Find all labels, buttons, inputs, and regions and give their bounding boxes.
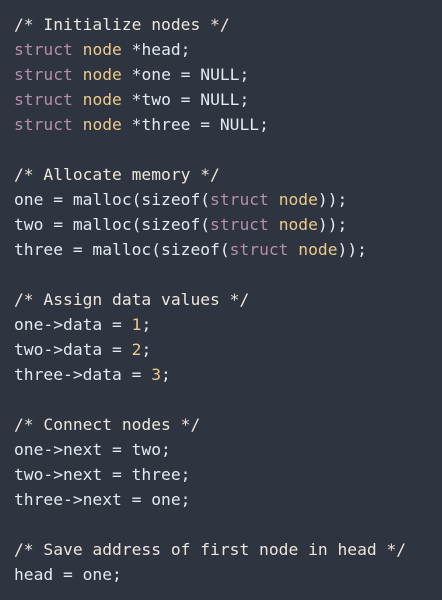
code-keyword: struct (14, 40, 73, 59)
code-comment: /* Connect nodes */ (14, 415, 201, 434)
code-text (269, 190, 279, 209)
code-type: node (82, 65, 122, 84)
code-line: struct node *one = NULL; (14, 62, 442, 87)
code-keyword: struct (229, 240, 289, 259)
code-type: node (82, 40, 122, 59)
code-line: two = malloc(sizeof(struct node)); (14, 212, 442, 237)
code-text: )); (317, 215, 348, 234)
code-text (73, 65, 83, 84)
code-text: *two = NULL; (121, 90, 250, 109)
code-text (288, 240, 298, 259)
code-keyword: struct (14, 65, 73, 84)
code-type: node (278, 215, 318, 234)
code-line: two->data = 2; (14, 337, 442, 362)
code-text (269, 215, 279, 234)
code-type: node (82, 115, 122, 134)
code-text: one = malloc(sizeof( (14, 190, 211, 209)
code-line: /* Initialize nodes */ (14, 12, 442, 37)
code-line (14, 387, 442, 412)
code-keyword: struct (14, 115, 73, 134)
code-line: three = malloc(sizeof(struct node)); (14, 237, 442, 262)
code-keyword: struct (210, 215, 269, 234)
code-text: )); (337, 240, 367, 259)
code-text: one->next = two; (14, 440, 171, 459)
code-number: 2 (131, 340, 142, 359)
code-text: two = malloc(sizeof( (14, 215, 211, 234)
code-text: two->next = three; (14, 465, 191, 484)
code-number: 3 (151, 365, 162, 384)
code-type: node (298, 240, 338, 259)
code-text: )); (317, 190, 348, 209)
code-line: one = malloc(sizeof(struct node)); (14, 187, 442, 212)
code-comment: /* Save address of first node in head */ (14, 540, 407, 559)
code-text (73, 40, 83, 59)
code-line (14, 137, 442, 162)
code-text: two->data = (14, 340, 132, 359)
code-text: ; (141, 315, 152, 334)
code-line: three->next = one; (14, 487, 442, 512)
code-line: two->next = three; (14, 462, 442, 487)
code-text: *head; (121, 40, 191, 59)
code-text: *one = NULL; (121, 65, 250, 84)
code-text: three->data = (14, 365, 152, 384)
code-type: node (82, 90, 122, 109)
code-line: /* Allocate memory */ (14, 162, 442, 187)
code-line: struct node *head; (14, 37, 442, 62)
code-line: head = one; (14, 562, 442, 587)
code-text: *three = NULL; (121, 115, 269, 134)
code-comment: /* Assign data values */ (14, 290, 250, 309)
code-text: three = malloc(sizeof( (14, 240, 230, 259)
code-text: one->data = (14, 315, 132, 334)
code-text: three->next = one; (14, 490, 191, 509)
code-line: one->next = two; (14, 437, 442, 462)
code-type: node (278, 190, 318, 209)
code-line: struct node *two = NULL; (14, 87, 442, 112)
code-line (14, 512, 442, 537)
code-line: one->data = 1; (14, 312, 442, 337)
code-line: /* Save address of first node in head */ (14, 537, 442, 562)
code-number: 1 (131, 315, 142, 334)
code-line: /* Connect nodes */ (14, 412, 442, 437)
code-line: three->data = 3; (14, 362, 442, 387)
code-keyword: struct (14, 90, 73, 109)
code-text: ; (161, 365, 171, 384)
code-text: head = one; (14, 565, 122, 584)
code-text: ; (141, 340, 152, 359)
code-line (14, 262, 442, 287)
code-text (73, 90, 83, 109)
code-comment: /* Allocate memory */ (14, 165, 220, 184)
code-line: /* Assign data values */ (14, 287, 442, 312)
code-keyword: struct (210, 190, 269, 209)
code-line: struct node *three = NULL; (14, 112, 442, 137)
code-comment: /* Initialize nodes */ (14, 15, 230, 34)
code-text (73, 115, 83, 134)
